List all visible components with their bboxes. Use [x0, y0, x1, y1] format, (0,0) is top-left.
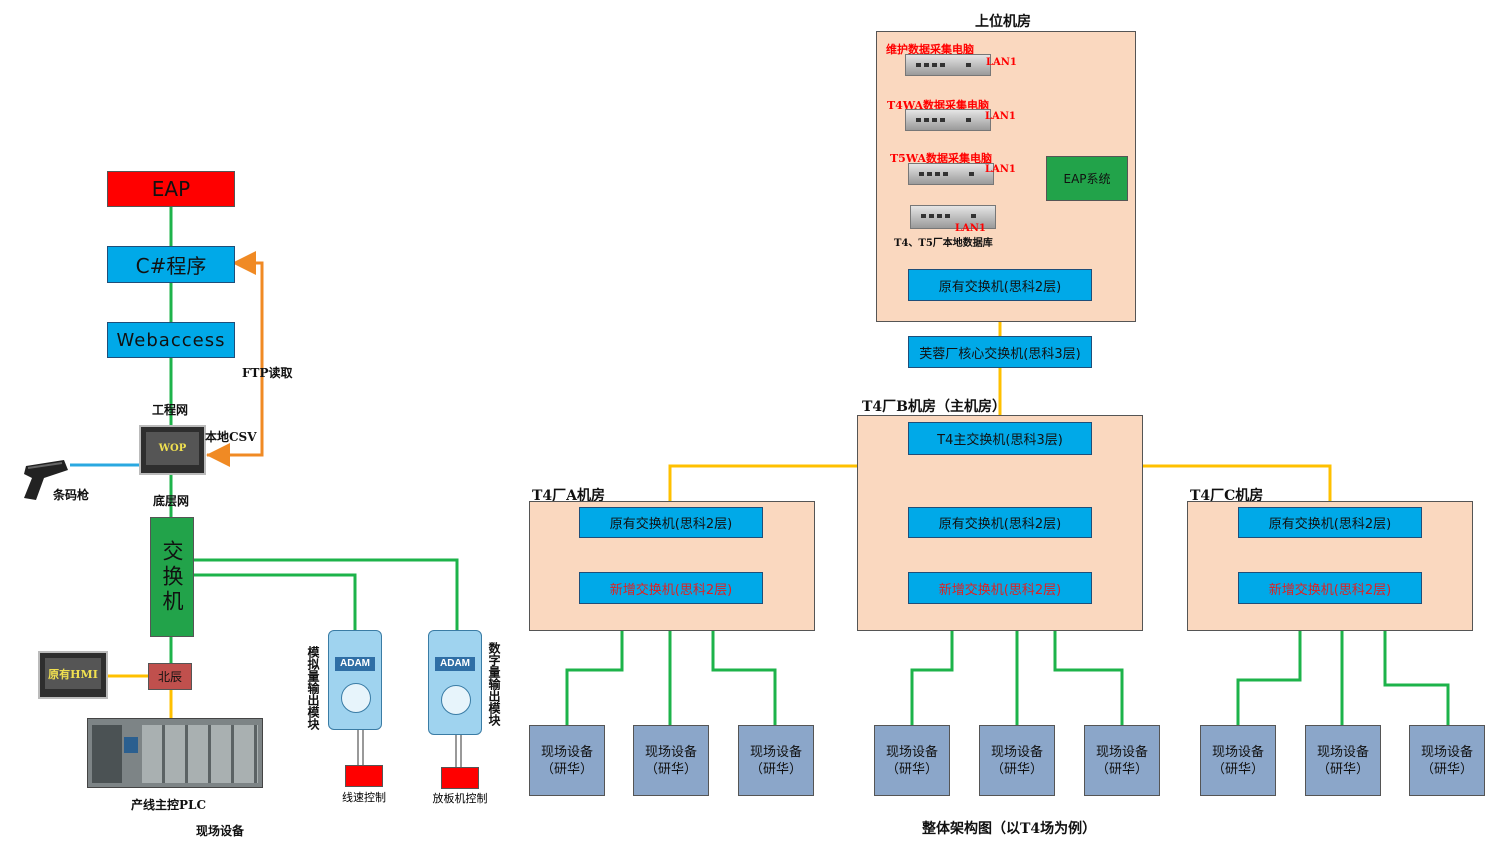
- b-new-switch: 新增交换机(思科2层): [908, 572, 1092, 604]
- field-device-line2: （研华）: [644, 761, 697, 777]
- field-device-line1: 现场设备: [1211, 744, 1264, 760]
- pc2-lan-label: LAN1: [985, 111, 1016, 122]
- plc-rack: [87, 718, 263, 788]
- a-room-title: T4厂A机房: [532, 488, 606, 504]
- adam-analog-module: ADAM: [328, 630, 382, 730]
- field-device-b3: 现场设备（研华）: [1084, 725, 1160, 796]
- field-device-a1: 现场设备（研华）: [529, 725, 605, 796]
- adam-digital-dial: [441, 685, 471, 715]
- a-new-switch: 新增交换机(思科2层): [579, 572, 763, 604]
- local-csv-label: 本地CSV: [205, 430, 257, 444]
- pc3-lan-label: LAN1: [985, 164, 1016, 175]
- barcode-label: 条码枪: [53, 488, 90, 502]
- field-device-line1: 现场设备: [1095, 744, 1148, 760]
- plc-cpu: [92, 725, 122, 783]
- pc1-label: 维护数据采集电脑: [886, 43, 974, 56]
- webaccess-box: Webaccess: [107, 322, 235, 358]
- field-device-line2: （研华）: [540, 761, 593, 777]
- field-device-b2: 现场设备（研华）: [979, 725, 1055, 796]
- c-orig-switch: 原有交换机(思科2层): [1238, 507, 1422, 538]
- wop-panel: WOP: [139, 425, 206, 475]
- line-speed-label: 线速控制: [342, 791, 386, 804]
- eap-system-box: EAP系统: [1046, 156, 1128, 201]
- a-orig-switch: 原有交换机(思科2层): [579, 507, 763, 538]
- bottom-net-label: 底层网: [153, 494, 190, 508]
- c-new-switch: 新增交换机(思科2层): [1238, 572, 1422, 604]
- original-hmi-panel: 原有HMI: [38, 651, 108, 699]
- b-orig-switch: 原有交换机(思科2层): [908, 507, 1092, 538]
- field-device-c2: 现场设备（研华）: [1305, 725, 1381, 796]
- line-speed-box: [345, 765, 383, 787]
- ftp-read-label: FTP读取: [242, 366, 293, 380]
- field-device-line1: 现场设备: [540, 744, 593, 760]
- pc2-icon: [905, 109, 991, 131]
- field-device-line1: 现场设备: [990, 744, 1043, 760]
- pc3-icon: [908, 163, 994, 185]
- switch-box: 交换机: [150, 517, 194, 637]
- pc2-label: T4WA数据采集电脑: [887, 99, 990, 112]
- field-device-label: 现场设备: [196, 824, 245, 838]
- c-room-title: T4厂C机房: [1190, 488, 1264, 504]
- field-device-line2: （研华）: [1316, 761, 1369, 777]
- diagram-caption: 整体架构图（以T4场为例）: [922, 821, 1097, 837]
- adam-digital-logo: ADAM: [435, 657, 475, 671]
- csharp-program-box: C#程序: [107, 246, 235, 283]
- upper-room-title: 上位机房: [975, 14, 1031, 30]
- pc4-lan-label: LAN1: [955, 223, 986, 234]
- beichen-box: 北辰: [148, 663, 192, 690]
- field-device-a2: 现场设备（研华）: [633, 725, 709, 796]
- board-ctrl-box: [441, 767, 479, 789]
- digital-module-label: 数字量输出模块: [487, 642, 501, 726]
- field-device-line1: 现场设备: [749, 744, 802, 760]
- plc-modules: [142, 725, 258, 783]
- field-device-line2: （研华）: [885, 761, 938, 777]
- field-device-b1: 现场设备（研华）: [874, 725, 950, 796]
- field-device-line1: 现场设备: [1316, 744, 1369, 760]
- field-device-line1: 现场设备: [644, 744, 697, 760]
- adam-digital-module: ADAM: [428, 630, 482, 735]
- pc1-lan-label: LAN1: [986, 57, 1017, 68]
- barcode-scanner-icon: [24, 460, 68, 500]
- upper-orig-switch: 原有交换机(思科2层): [908, 269, 1092, 301]
- adam-analog-logo: ADAM: [335, 657, 375, 671]
- field-device-line2: （研华）: [749, 761, 802, 777]
- plc-label: 产线主控PLC: [131, 798, 207, 812]
- core-switch: 芙蓉厂核心交换机(思科3层): [908, 336, 1092, 368]
- project-net-label: 工程网: [152, 403, 189, 417]
- plc-display: [124, 737, 138, 753]
- wop-screen: WOP: [146, 432, 199, 465]
- adam-analog-dial: [341, 683, 371, 713]
- hmi-screen: 原有HMI: [45, 658, 101, 689]
- field-device-line2: （研华）: [990, 761, 1043, 777]
- t4-main-switch: T4主交换机(思科3层): [908, 422, 1092, 455]
- field-device-line2: （研华）: [1211, 761, 1264, 777]
- field-device-line1: 现场设备: [885, 744, 938, 760]
- field-device-line1: 现场设备: [1420, 744, 1473, 760]
- pc4-icon: [910, 205, 996, 229]
- b-room-title: T4厂B机房（主机房）: [862, 399, 1006, 415]
- pc3-label: T5WA数据采集电脑: [890, 152, 993, 165]
- field-device-c3: 现场设备（研华）: [1409, 725, 1485, 796]
- field-device-a3: 现场设备（研华）: [738, 725, 814, 796]
- analog-module-label: 模拟量输出模块: [306, 646, 320, 730]
- board-ctrl-label: 放板机控制: [432, 792, 488, 805]
- eap-box: EAP: [107, 171, 235, 207]
- field-device-line2: （研华）: [1095, 761, 1148, 777]
- field-device-c1: 现场设备（研华）: [1200, 725, 1276, 796]
- pc1-icon: [905, 54, 991, 76]
- pc4-label: T4、T5厂本地数据库: [894, 238, 993, 249]
- field-device-line2: （研华）: [1420, 761, 1473, 777]
